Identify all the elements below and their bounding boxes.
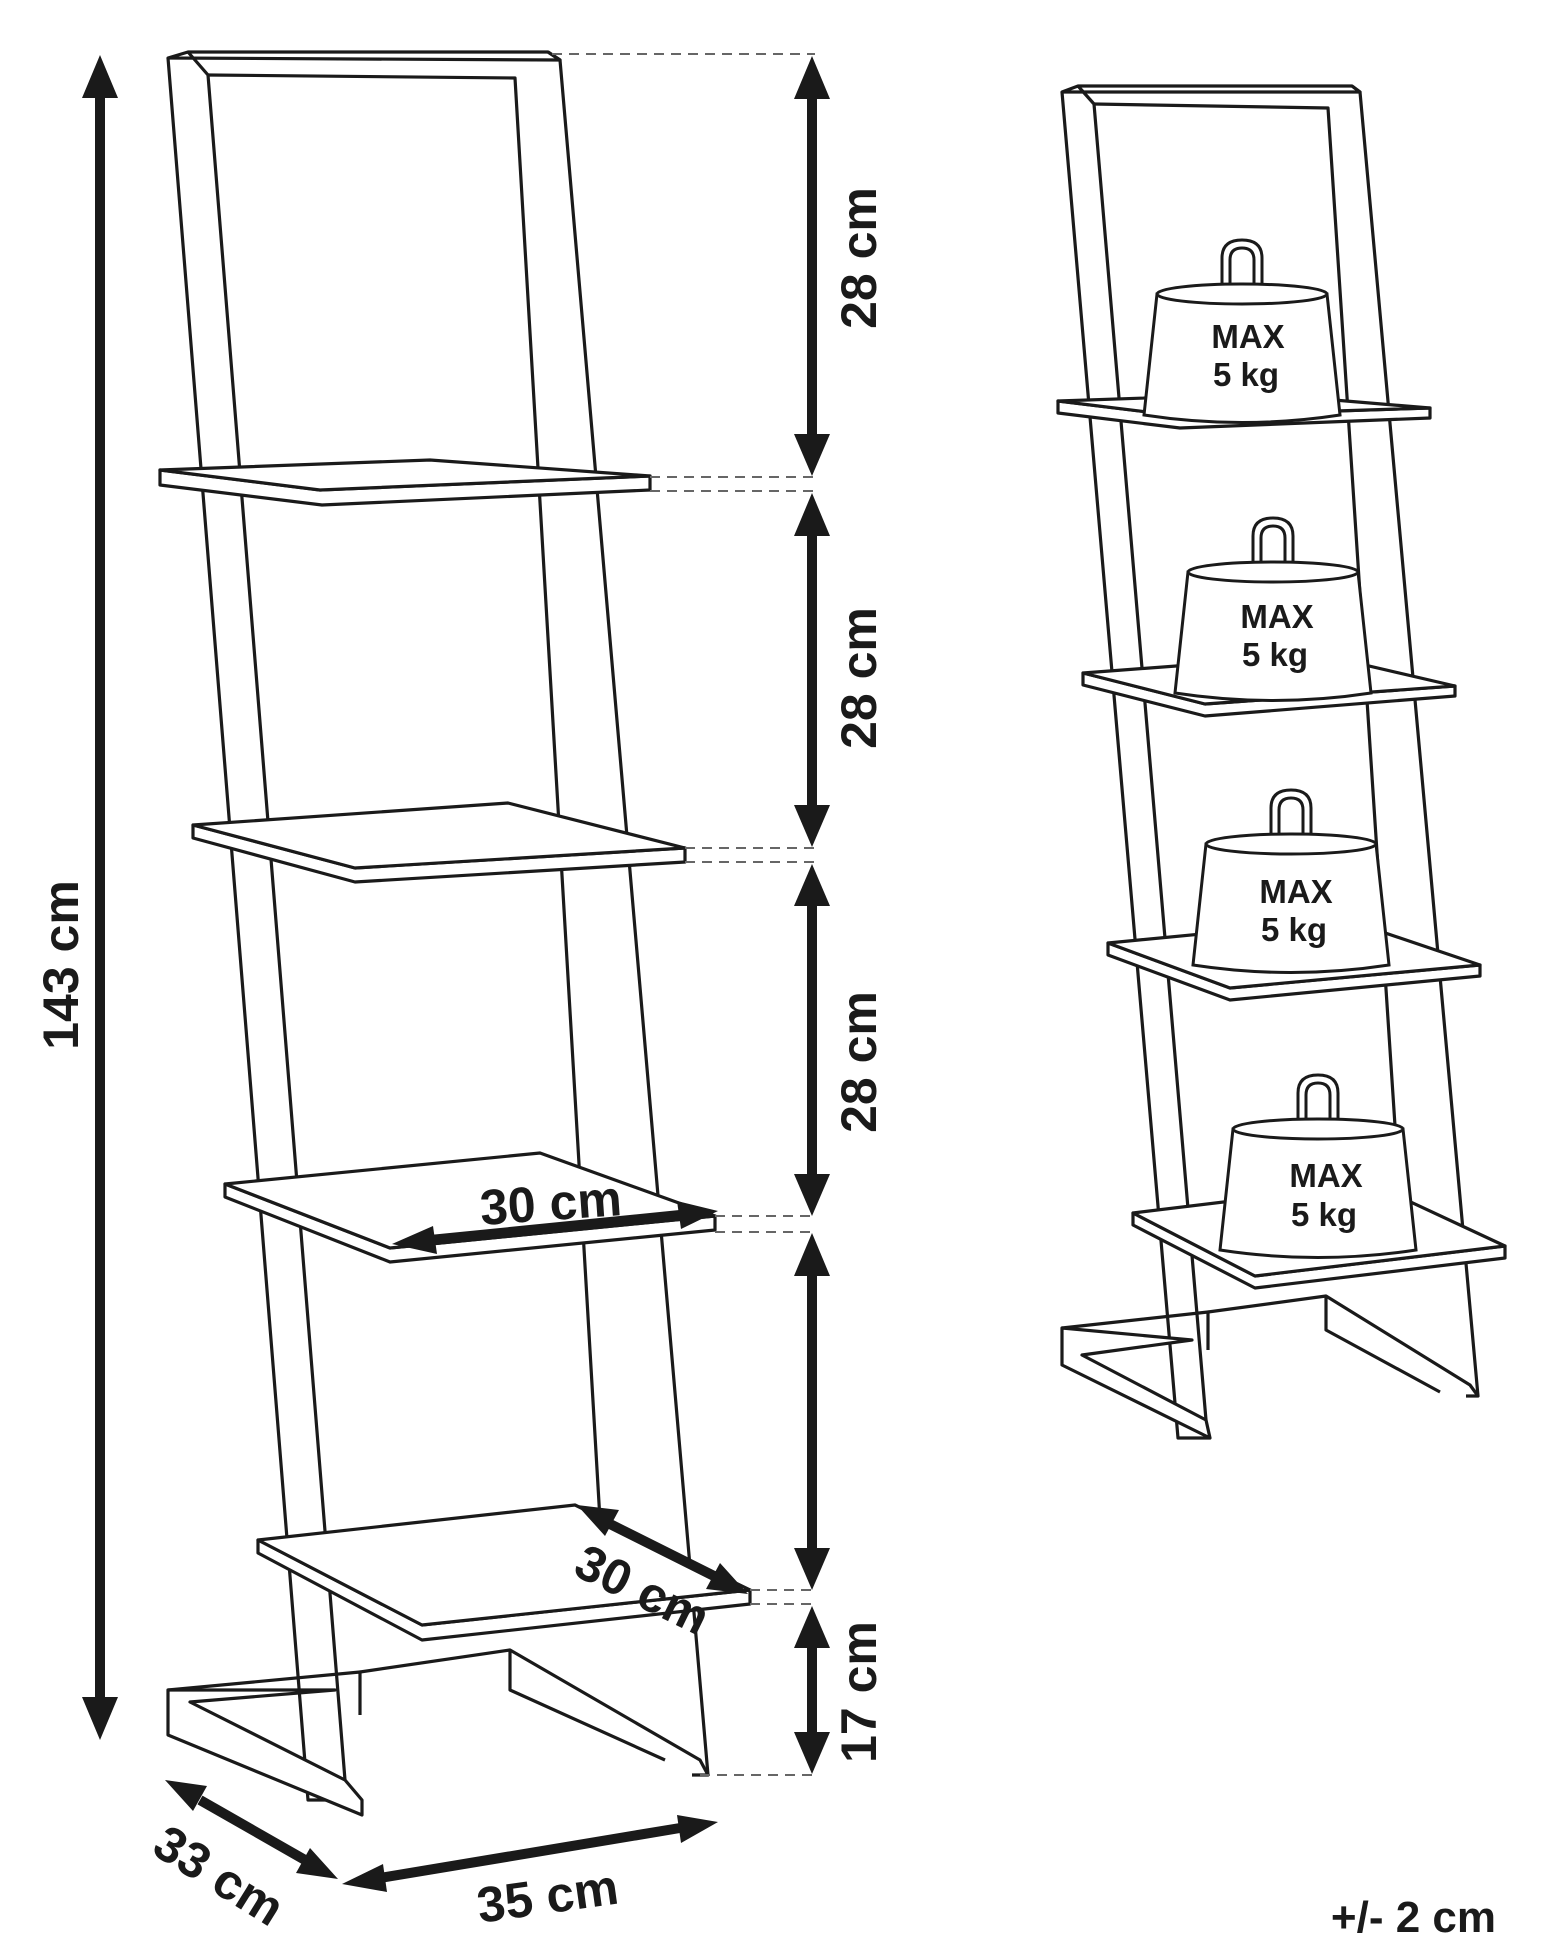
shelf-width-arrow [392, 1201, 718, 1254]
weight-2-line1: MAX [1240, 598, 1313, 635]
frame-left-rail-inner [186, 50, 347, 1781]
shelf-width-label: 30 cm [478, 1170, 623, 1236]
weight-4-line1: MAX [1289, 1157, 1362, 1194]
base-width-label: 35 cm [474, 1859, 622, 1934]
shelf-gap-1-label: 28 cm [831, 187, 887, 329]
weight-1-line2: 5 kg [1213, 356, 1279, 393]
base-width-arrow [342, 1815, 718, 1892]
tolerance-note: +/- 2 cm [1331, 1893, 1496, 1942]
total-height-arrow [82, 55, 118, 1740]
right-base-left-foot [1060, 1326, 1212, 1440]
weight-4-line2: 5 kg [1291, 1196, 1357, 1233]
weight-1-line1: MAX [1211, 318, 1284, 355]
total-height-label: 143 cm [33, 880, 89, 1050]
shelf-gap-3-label: 28 cm [831, 991, 887, 1133]
weight-2-line2: 5 kg [1242, 636, 1308, 673]
base-right-inner [508, 1650, 666, 1762]
weight-3-line1: MAX [1259, 873, 1332, 910]
dimension-reference-lines [552, 53, 815, 1776]
shelf-depth-arrow [577, 1505, 748, 1594]
shelf-gap-2-label: 28 cm [831, 607, 887, 749]
right-base-right-inner [1324, 1296, 1441, 1394]
shelf-gap-arrows [794, 56, 830, 1774]
right-frame-top-bar [1060, 84, 1362, 94]
base-left-foot [166, 1688, 364, 1817]
frame-right-rail-inner [207, 73, 602, 1521]
base-right-foot [359, 1648, 710, 1776]
bottom-height-label: 17 cm [831, 1621, 887, 1763]
weight-3-line2: 5 kg [1261, 911, 1327, 948]
right-frame-right-rail-outer [1351, 84, 1480, 1398]
frame-top-bar [166, 50, 562, 62]
right-base-right-foot [1207, 1294, 1480, 1397]
base-depth-arrow [165, 1780, 338, 1879]
right-frame-left-rail-outer [1060, 91, 1210, 1440]
base-depth-label: 33 cm [144, 1814, 294, 1937]
